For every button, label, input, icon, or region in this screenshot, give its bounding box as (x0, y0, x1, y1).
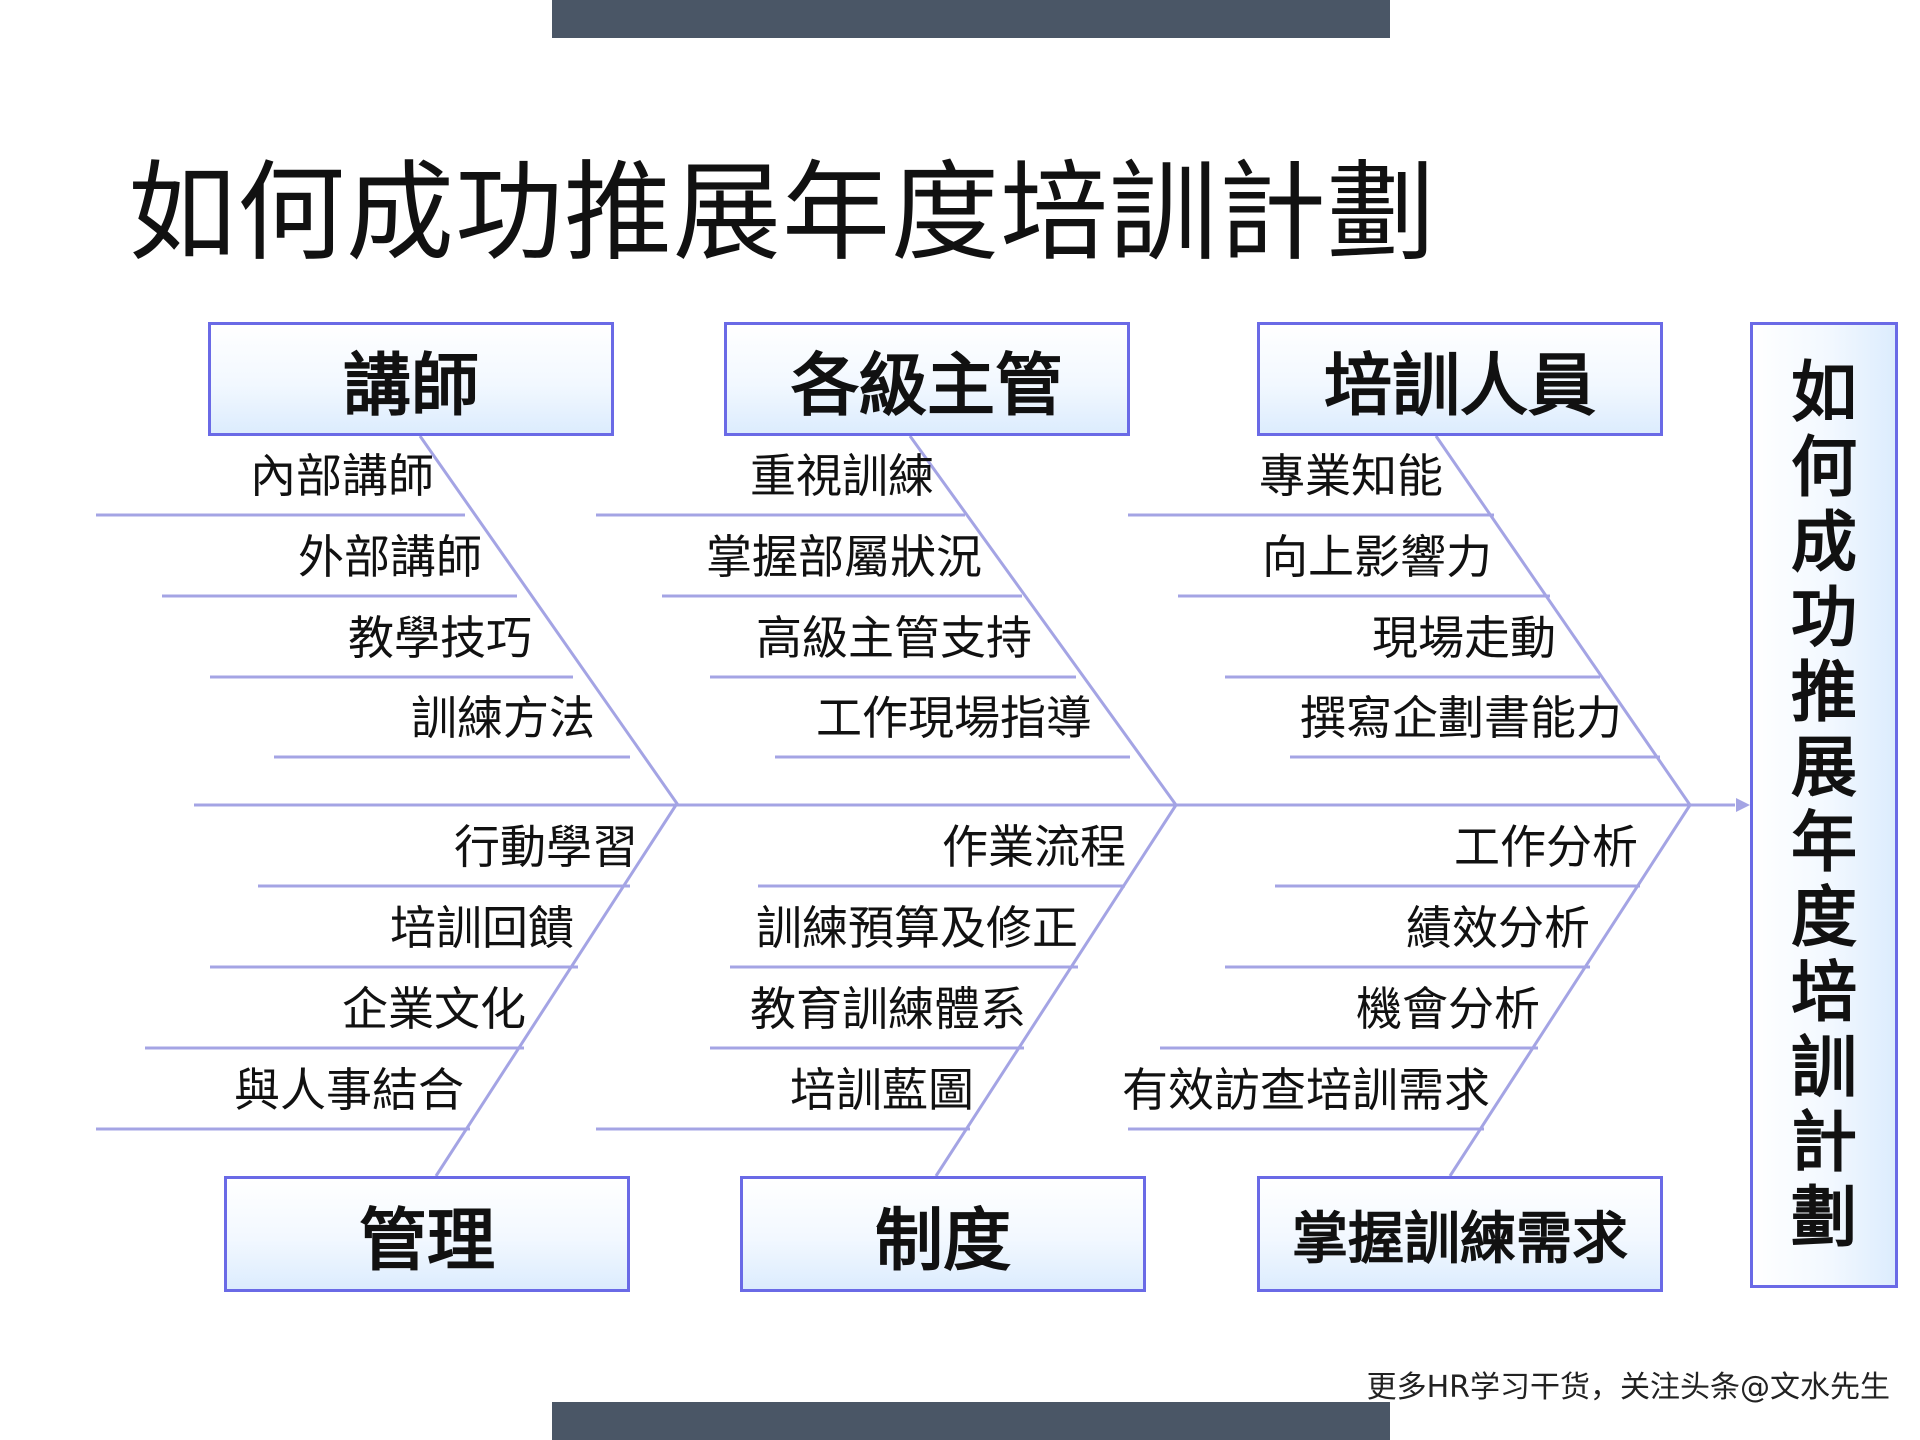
footer-watermark: 更多HR学习干货，关注头条@文水先生 (1366, 1370, 1890, 1405)
effect-char: 展 (1791, 728, 1857, 806)
cause-item: 訓練方法 (411, 691, 595, 745)
effect-box: 如何成功推展年度培訓計劃 (1750, 322, 1898, 1288)
category-lecturer: 講師 (208, 322, 614, 436)
cause-item: 掌握部屬狀況 (706, 530, 982, 584)
effect-char: 年 (1791, 803, 1857, 881)
cause-item: 作業流程 (942, 820, 1126, 874)
cause-item: 企業文化 (342, 982, 526, 1036)
effect-char: 計 (1791, 1103, 1857, 1181)
cause-item: 有效訪查培訓需求 (1122, 1063, 1490, 1117)
page-title: 如何成功推展年度培訓計劃 (128, 151, 1437, 276)
cause-item: 培訓回饋 (390, 901, 574, 955)
effect-char: 劃 (1791, 1178, 1857, 1256)
cause-item: 與人事結合 (234, 1063, 464, 1117)
effect-char: 推 (1791, 653, 1857, 731)
effect-char: 度 (1791, 878, 1857, 956)
effect-char: 成 (1791, 503, 1857, 581)
cause-item: 撰寫企劃書能力 (1300, 691, 1622, 745)
cause-item: 向上影響力 (1262, 530, 1492, 584)
category-training-needs: 掌握訓練需求 (1257, 1176, 1663, 1292)
category-managers: 各級主管 (724, 322, 1130, 436)
cause-item: 工作現場指導 (816, 691, 1092, 745)
category-management: 管理 (224, 1176, 630, 1292)
category-system: 制度 (740, 1176, 1146, 1292)
cause-item: 工作分析 (1454, 820, 1638, 874)
cause-item: 內部講師 (250, 449, 434, 503)
effect-char: 如 (1791, 353, 1857, 431)
effect-char: 功 (1791, 578, 1857, 656)
cause-item: 高級主管支持 (756, 611, 1032, 665)
cause-item: 行動學習 (454, 820, 638, 874)
bottom-decor-bar (552, 1402, 1390, 1440)
cause-item: 績效分析 (1406, 901, 1590, 955)
cause-item: 現場走動 (1372, 611, 1556, 665)
cause-item: 培訓藍圖 (790, 1063, 974, 1117)
cause-item: 專業知能 (1259, 449, 1443, 503)
cause-item: 訓練預算及修正 (756, 901, 1078, 955)
effect-char: 何 (1791, 428, 1857, 506)
cause-item: 教育訓練體系 (750, 982, 1026, 1036)
effect-char: 培 (1791, 953, 1857, 1031)
effect-char: 訓 (1791, 1028, 1857, 1106)
category-trainers: 培訓人員 (1257, 322, 1663, 436)
cause-item: 機會分析 (1356, 982, 1540, 1036)
top-decor-bar (552, 0, 1390, 38)
cause-item: 教學技巧 (348, 611, 532, 665)
cause-item: 重視訓練 (750, 449, 934, 503)
cause-item: 外部講師 (298, 530, 482, 584)
